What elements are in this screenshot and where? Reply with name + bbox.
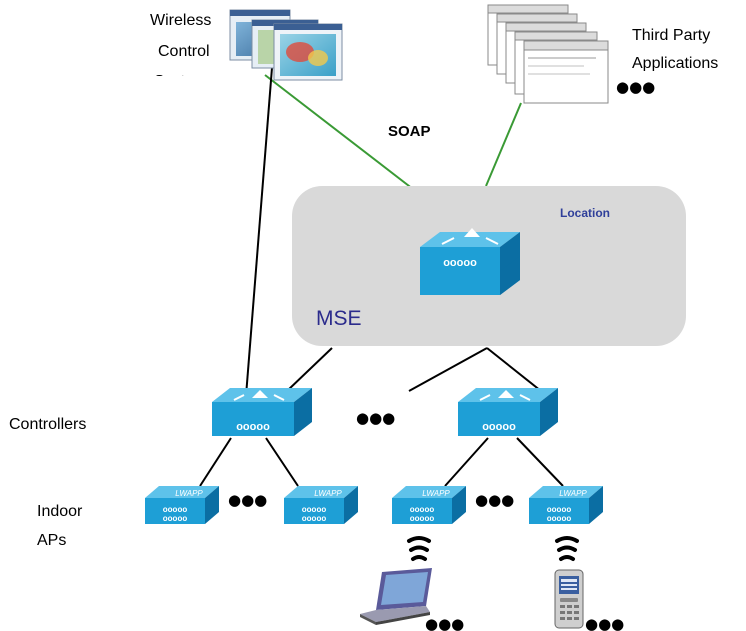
access-point-3-icon: LWAPP ooooo ooooo <box>392 486 466 524</box>
controller-2-icon: ooooo <box>458 388 558 436</box>
indoor-aps-label-line1: Indoor <box>37 503 83 520</box>
mse-appliance-icon: ooooo <box>420 228 520 295</box>
svg-text:ooooo: ooooo <box>163 514 188 523</box>
svg-text:ooooo: ooooo <box>302 514 327 523</box>
mse-label: MSE <box>316 307 362 330</box>
link-c2-ap4 <box>516 437 564 487</box>
svg-text:ooooo: ooooo <box>443 257 477 269</box>
svg-text:ooooo: ooooo <box>547 514 572 523</box>
wireless-signal-icon <box>407 536 431 561</box>
mobile-phone-icon <box>554 569 584 629</box>
lwapp-label: LWAPP <box>559 489 587 498</box>
screenshot-stack-icon <box>229 9 343 81</box>
svg-text:ooooo: ooooo <box>482 421 516 433</box>
svg-text:ooooo: ooooo <box>547 505 572 514</box>
wireless-signal-icon <box>555 536 579 561</box>
soap-links <box>264 74 522 197</box>
aps-right-ellipsis: ●●● <box>475 491 514 509</box>
lwapp-label: LWAPP <box>314 489 342 498</box>
svg-text:ooooo: ooooo <box>410 505 435 514</box>
soap-link-wcs <box>264 74 423 197</box>
link-c1-ap1 <box>199 437 232 487</box>
controller-1-icon: ooooo <box>212 388 312 436</box>
link-c1-ap2 <box>265 437 299 487</box>
svg-text:ooooo: ooooo <box>236 421 270 433</box>
wcs-label-line2: Control <box>158 43 210 60</box>
app-window-stack-icon <box>487 4 609 104</box>
indoor-aps-label-line2: APs <box>37 532 66 549</box>
access-point-1-icon: LWAPP ooooo ooooo <box>145 486 219 524</box>
controllers-label: Controllers <box>9 416 86 433</box>
link-c2-ap3 <box>444 437 489 487</box>
soap-link-apps <box>485 102 522 187</box>
lwapp-label: LWAPP <box>175 489 203 498</box>
soap-label: SOAP <box>388 123 431 140</box>
svg-text:ooooo: ooooo <box>410 514 435 523</box>
link-wcs-controller <box>245 54 274 397</box>
svg-text:ooooo: ooooo <box>302 505 327 514</box>
link-mse-controller1 <box>286 347 333 392</box>
location-label: Location <box>560 206 610 220</box>
apps-ellipsis: ●●● <box>616 78 655 96</box>
third-party-label-line1: Third Party <box>632 27 710 44</box>
wired-links <box>199 54 564 487</box>
third-party-label-line2: Applications <box>632 55 718 72</box>
link-mse-controller2-left <box>408 347 488 392</box>
link-mse-controller2-right <box>486 347 542 392</box>
controllers-ellipsis: ●●● <box>356 409 395 427</box>
access-point-4-icon: LWAPP ooooo ooooo <box>529 486 603 524</box>
laptop-ellipsis: ●●● <box>425 615 464 631</box>
wcs-label-line3: System <box>154 73 207 90</box>
wcs-label-line1: Wireless <box>150 12 211 29</box>
phone-ellipsis: ●●● <box>585 615 624 631</box>
svg-text:ooooo: ooooo <box>163 505 188 514</box>
laptop-icon <box>360 568 432 625</box>
aps-left-ellipsis: ●●● <box>228 491 267 509</box>
access-point-2-icon: LWAPP ooooo ooooo <box>284 486 358 524</box>
lwapp-label: LWAPP <box>422 489 450 498</box>
